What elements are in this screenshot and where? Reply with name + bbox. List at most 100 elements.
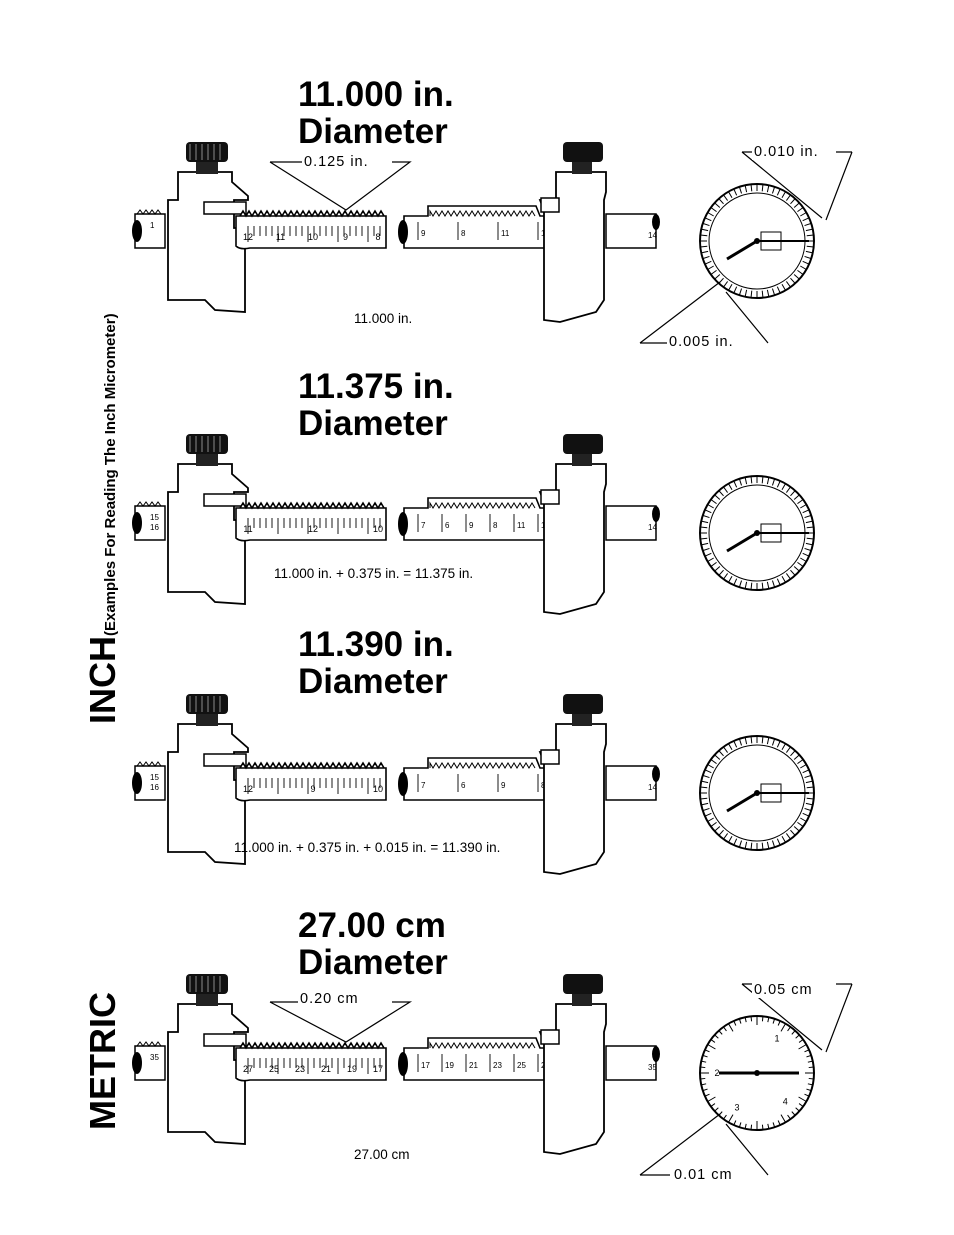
dial-tick [702,547,710,552]
dial-tick [776,740,781,748]
dial-tick [761,1124,764,1130]
dial-tick [714,566,721,572]
right-scale-number: 9 [421,229,426,238]
dial-tick [744,1017,747,1023]
beam-callout-label: 0.20 cm [298,991,361,1007]
dial-tick [750,1124,753,1130]
dial-tick [723,833,729,840]
dial-tick [776,286,781,294]
right-beam-end [398,220,408,244]
left-rod [134,1045,166,1081]
heading-unit: Diameter [298,112,448,151]
dial-callout-bottom-label: 0.005 in. [667,334,736,350]
right-beam [403,497,547,541]
right-knob-stem [572,992,592,1006]
dial-tick [702,807,710,812]
dial-tick [785,281,791,288]
dial-tick [802,260,810,265]
right-scale-number: 11 [517,521,526,530]
right-clamp [540,749,560,765]
dial-tick [787,1026,791,1032]
dial-tick [728,284,733,291]
dial-tick [714,1107,719,1112]
panel-4-heading: 27.00 cm Diameter [298,907,448,981]
dial-tick [733,188,738,196]
left-scale-number: 19 [347,1064,357,1074]
beam-callout-label: 0.125 in. [302,154,371,170]
right-rod [605,765,657,801]
left-end-label: 15 [150,513,159,522]
dial-tick [750,736,753,744]
dial-tick [785,833,791,840]
dial-hand [726,239,758,261]
dial-tick [733,286,738,294]
right-scale-number: 9 [501,781,506,790]
dial-tick [707,764,714,769]
right-rod-end [652,1046,660,1062]
dial-tick [790,750,796,757]
dial-tick [776,480,781,488]
dial-tick [761,582,764,590]
left-scale-number: 12 [308,524,318,534]
right-rod-end [652,506,660,522]
dial-tick [707,817,714,822]
dial-tick [777,1020,781,1026]
right-rod-end [652,214,660,230]
dial-tick [806,1054,812,1058]
left-scale-number: 25 [269,1064,279,1074]
dial-tick [806,1088,812,1092]
left-clamp [203,493,247,507]
dial-tick [738,478,743,486]
dial-tick [761,476,764,484]
dial-tick [707,265,714,270]
dial-callout-bottom-label: 0.01 cm [672,1167,735,1183]
dial-tick [704,769,712,774]
dial-center [754,790,760,796]
dial-tick [767,1123,770,1129]
left-beam [235,209,387,250]
right-scale-number: 19 [445,1061,454,1070]
left-rod-teeth [136,209,162,215]
dial-tick [781,284,786,291]
dial-tick [702,514,710,519]
dial-tick [790,198,796,205]
left-knob-stem [196,452,218,466]
right-knob [563,974,603,994]
dial-tick [707,212,714,217]
dial-tick [795,1107,800,1112]
dial-tick [776,838,781,846]
dial-tick [733,480,738,488]
dial-callout-top-label: 0.05 cm [752,982,815,998]
dial-tick [793,826,800,832]
dial-tick [707,1096,716,1102]
left-end-label: 35 [150,1053,159,1062]
dial-tick [808,1077,814,1080]
left-clamp [203,201,247,215]
dial-tick [802,509,810,514]
panel-1-heading: 11.000 in. Diameter [298,76,454,150]
right-scale-number: 7 [421,521,426,530]
dial-tick [744,185,748,193]
dial-tick [772,1018,776,1024]
dial-tick [790,829,796,836]
right-clamp [540,1029,560,1045]
dial-tick [738,840,743,848]
dial-tick [744,737,748,745]
dial-tick [702,1088,708,1092]
dial-tick [738,1018,742,1024]
dial-tick [701,802,709,806]
dial-tick [707,1044,716,1050]
dial-tick [723,1026,727,1032]
right-scale-number: 7 [421,781,426,790]
left-scale-number: 10 [373,524,383,534]
dial-tick [761,842,764,850]
end-tick-label: 14 [648,231,657,240]
right-scale-number: 25 [517,1061,526,1070]
dial-center [754,530,760,536]
dial-tick [785,194,791,201]
left-scale-number: 21 [321,1064,331,1074]
dial-tick [781,743,786,750]
dial-tick [787,1114,791,1120]
dial-tick [723,194,729,201]
